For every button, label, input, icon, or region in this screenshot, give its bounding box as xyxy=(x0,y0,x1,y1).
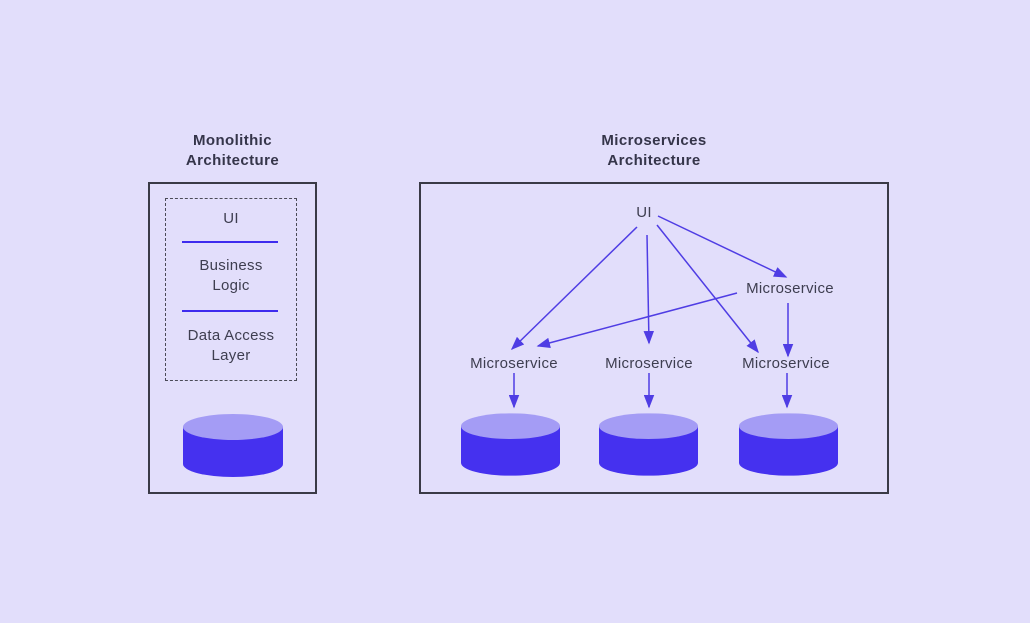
layer-business-logic: Business Logic xyxy=(199,257,263,294)
monolith-title: Monolithic Architecture xyxy=(185,132,280,169)
database-top xyxy=(183,414,283,440)
arrow-ui-to-top-microservice xyxy=(657,215,788,278)
database-top xyxy=(461,413,560,440)
database-icon xyxy=(183,414,283,477)
microservice-node-top: Microservice xyxy=(746,280,834,297)
microservices-box: UI Microservice Microservice Microservic… xyxy=(419,182,889,494)
database-body xyxy=(739,426,838,476)
monolith-box: UI Business Logic Data Access Layer xyxy=(148,182,317,494)
arrow-ui-to-microservice-2 xyxy=(643,234,655,345)
microservice-node-1: Microservice xyxy=(470,355,558,372)
database-icon xyxy=(461,413,560,476)
microservices-title: Microservices Architecture xyxy=(601,132,707,169)
layer-ui: UI xyxy=(223,210,239,227)
microservice-node-3: Microservice xyxy=(742,355,830,372)
database-top xyxy=(739,413,838,440)
monolith-layers-box: UI Business Logic Data Access Layer xyxy=(165,198,297,381)
arrow-ui-to-microservice-3 xyxy=(656,224,759,354)
arrow-ui-to-microservice-1 xyxy=(510,226,638,351)
database-top xyxy=(599,413,698,440)
database-icon xyxy=(599,413,698,476)
arrow-lines xyxy=(508,215,794,409)
database-body xyxy=(461,426,560,476)
layer-divider xyxy=(182,241,278,243)
layer-data-access: Data Access Layer xyxy=(187,327,275,364)
arrow-top-microservice-to-microservice-1 xyxy=(536,292,738,348)
microservice-node-2: Microservice xyxy=(605,355,693,372)
layer-divider xyxy=(182,310,278,312)
database-body xyxy=(599,426,698,476)
database-body xyxy=(183,427,283,477)
connection-arrows xyxy=(508,215,794,409)
database-icon xyxy=(739,413,838,476)
ui-node-label: UI xyxy=(636,204,652,221)
